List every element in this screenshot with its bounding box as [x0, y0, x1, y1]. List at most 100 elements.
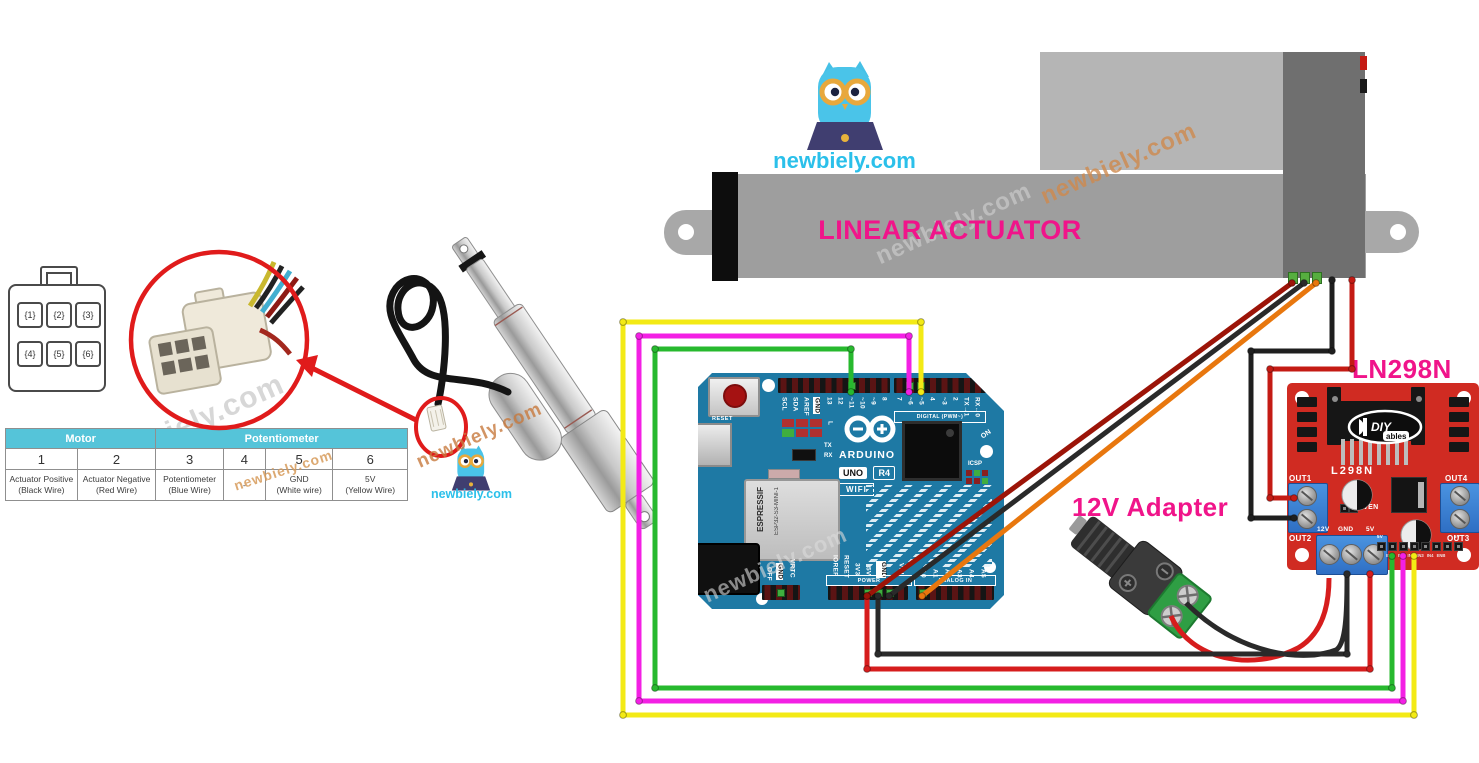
connector-zoom-view — [128, 249, 310, 431]
owl-logo-icon — [451, 445, 491, 491]
5v-label: 5V — [1366, 526, 1375, 533]
terminal-screw — [1319, 544, 1340, 565]
header-pin-in1 — [1399, 542, 1408, 551]
pin-11-connected — [848, 382, 856, 390]
pin-label: ~10 — [858, 397, 866, 409]
pin-label: 2 — [951, 397, 959, 401]
pin-label: VIN — [897, 563, 905, 575]
zoom-arrow-line — [308, 364, 418, 423]
motor-terminal-red — [1360, 56, 1367, 70]
module-brand: ESPRESSIF — [756, 487, 765, 532]
rx-label: RX — [824, 453, 833, 459]
header-pin-in2 — [1410, 542, 1419, 551]
wire-bend-dot — [651, 684, 659, 692]
wire-bend-dot — [635, 332, 643, 340]
header-pin-enb — [1443, 542, 1452, 551]
wire-bend-dot — [1388, 684, 1396, 692]
pin-label: ~3 — [940, 397, 948, 406]
pot-pin-nub — [1312, 272, 1322, 284]
component — [768, 469, 800, 479]
actuator-rod — [1040, 52, 1287, 170]
wire-bend-dot — [1266, 494, 1274, 502]
zoom-arrow-head — [296, 355, 318, 377]
actuator-motor-housing — [1283, 52, 1365, 278]
pin-label: 4 — [928, 397, 936, 401]
mount-hole — [980, 445, 993, 458]
terminal-screw — [1297, 486, 1317, 506]
wire-bend-dot — [651, 345, 659, 353]
terminal-screw — [1450, 509, 1470, 529]
mount-hole — [1457, 548, 1471, 562]
digital-header-a — [778, 378, 890, 393]
adapter-title: 12V Adapter — [1072, 492, 1229, 522]
terminal-screw — [1297, 509, 1317, 529]
wire-bend-dot — [905, 332, 913, 340]
wire-bend-dot — [1247, 514, 1255, 522]
newbiely-logo-small-text: newbiely.com — [430, 487, 513, 501]
wire-bend-dot — [847, 345, 855, 353]
arduino-uno-r4-wifi-board: RESET SCL SDA AREF GND 13 12 ~11 ~10 ~9 … — [698, 373, 1004, 609]
icsp-label: ICSP — [968, 461, 983, 467]
pin-aux-gnd-connected — [777, 589, 785, 597]
cable-connector — [426, 404, 447, 432]
model-label: UNO — [839, 467, 867, 479]
wire-bend-dot — [874, 650, 882, 658]
pot-pin-nub — [1288, 272, 1298, 284]
pin-gnd-connected — [875, 589, 883, 597]
regulator — [1391, 477, 1427, 513]
component — [792, 449, 816, 461]
terminal-screw — [1341, 544, 1362, 565]
l298n-driver-board: DIY ables L298N OUT1 OUT2 OUT4 OUT3 12V … — [1287, 383, 1479, 575]
pin-label: 7 — [895, 397, 903, 401]
on-label: ON — [979, 428, 993, 441]
mount-hole — [1295, 548, 1309, 562]
connector-pin-6: {6} — [75, 341, 101, 367]
pin-label: 13 — [825, 397, 833, 405]
icsp-header — [966, 470, 988, 484]
power-jack — [698, 543, 760, 595]
arduino-infinity-logo — [844, 415, 896, 443]
wire-bend-dot — [619, 711, 627, 719]
connector-pin-5: {5} — [46, 341, 72, 367]
linear-actuator-title: LINEAR ACTUATOR — [818, 215, 1082, 245]
table-group-potentiometer: Potentiometer — [155, 428, 408, 449]
wire-bend-dot — [1247, 347, 1255, 355]
mcu-chip — [902, 421, 962, 481]
module-name: ESP32-S3-MINI-1 — [774, 487, 780, 536]
pin-label: GND — [813, 397, 821, 415]
pin-label: 3V3 — [853, 563, 861, 576]
pin-a0-connected — [919, 589, 927, 597]
header-pin-5v2 — [1454, 542, 1463, 551]
wire-bend-dot — [1328, 347, 1336, 355]
pin-label: IOREF — [831, 555, 839, 577]
wire-bend-dot — [917, 318, 925, 326]
header-pin-ena — [1388, 542, 1397, 551]
pin-label: VRTC — [788, 559, 796, 578]
l298n-title: LN298N — [1352, 354, 1452, 384]
reset-button-cap — [723, 384, 747, 408]
out1-label: OUT1 — [1289, 474, 1312, 483]
owl-logo-icon — [807, 61, 883, 150]
pin-label: ~5 — [917, 397, 925, 406]
pin-5-connected — [917, 382, 925, 390]
pin-label: SCL — [780, 397, 788, 411]
svg-text:ables: ables — [1386, 432, 1407, 441]
tx-label: TX — [824, 443, 832, 449]
actuator-end-band — [712, 172, 738, 281]
pin-5v-connected — [864, 589, 872, 597]
power-section-label: POWER — [826, 575, 912, 586]
chip-silkscreen: L298N — [1331, 465, 1375, 477]
mount-hole — [762, 379, 775, 392]
pin-label: 12 — [836, 397, 844, 405]
12v-label: 12V — [1317, 526, 1330, 533]
header-pin-5v — [1377, 542, 1386, 551]
newbiely-logo-text: newbiely.com — [773, 148, 916, 173]
actuator-cable — [386, 275, 512, 408]
connector-pin-1: {1} — [17, 302, 43, 328]
wire-bend-dot — [619, 318, 627, 326]
connector-pin-3: {3} — [75, 302, 101, 328]
connector-pin-4: {4} — [17, 341, 43, 367]
pin-label: AREF — [802, 397, 810, 416]
pin-gnd2-connected — [886, 589, 894, 597]
